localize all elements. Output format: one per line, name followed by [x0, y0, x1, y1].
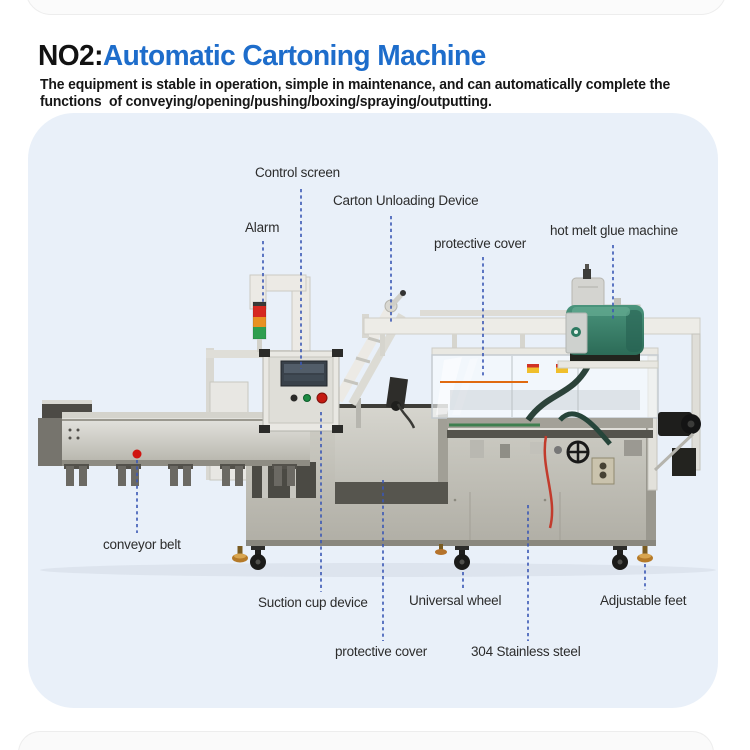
subtitle-line-2: functions of conveying/opening/pushing/b… — [40, 92, 492, 110]
control-panel — [259, 349, 343, 433]
label-adjustable-feet: Adjustable feet — [600, 593, 687, 608]
label-suction-cup-device: Suction cup device — [258, 595, 368, 610]
panel-button-green — [303, 394, 311, 402]
floor-shadow — [40, 563, 716, 577]
page-title: NO2:Automatic Cartoning Machine — [38, 40, 486, 73]
label-universal-wheel: Universal wheel — [409, 593, 502, 608]
leader-lines — [136, 189, 646, 641]
panel-button-red — [316, 392, 328, 404]
title-text: Automatic Cartoning Machine — [102, 40, 486, 72]
suction-device-housing — [335, 404, 448, 504]
panel-button-black — [290, 394, 298, 402]
next-section-edge — [18, 731, 714, 750]
title-number: NO2: — [38, 40, 103, 72]
valve-wheel — [566, 440, 590, 464]
hot-melt-glue-machine — [557, 264, 659, 369]
subtitle-line-1: The equipment is stable in operation, si… — [40, 76, 671, 93]
universal-wheels — [250, 546, 628, 570]
label-conveyor-belt: conveyor belt — [103, 537, 181, 552]
label-control-screen: Control screen — [255, 165, 340, 180]
label-hot-melt-glue-machine: hot melt glue machine — [550, 223, 678, 238]
label-carton-unloading-device: Carton Unloading Device — [333, 193, 479, 208]
alarm-tower — [249, 274, 311, 356]
label-alarm: Alarm — [245, 220, 280, 235]
page-subtitle: The equipment is stable in operation, si… — [40, 76, 671, 110]
label-stainless-steel: 304 Stainless steel — [471, 644, 581, 659]
conveyor-belt — [38, 400, 310, 486]
adjustable-feet — [232, 544, 653, 563]
label-protective-cover-top: protective cover — [434, 236, 527, 251]
conveyor-marker-dot — [132, 449, 142, 459]
conveyor-brackets — [64, 464, 297, 486]
machinery-strip — [447, 418, 653, 458]
label-protective-cover-bottom: protective cover — [335, 644, 428, 659]
